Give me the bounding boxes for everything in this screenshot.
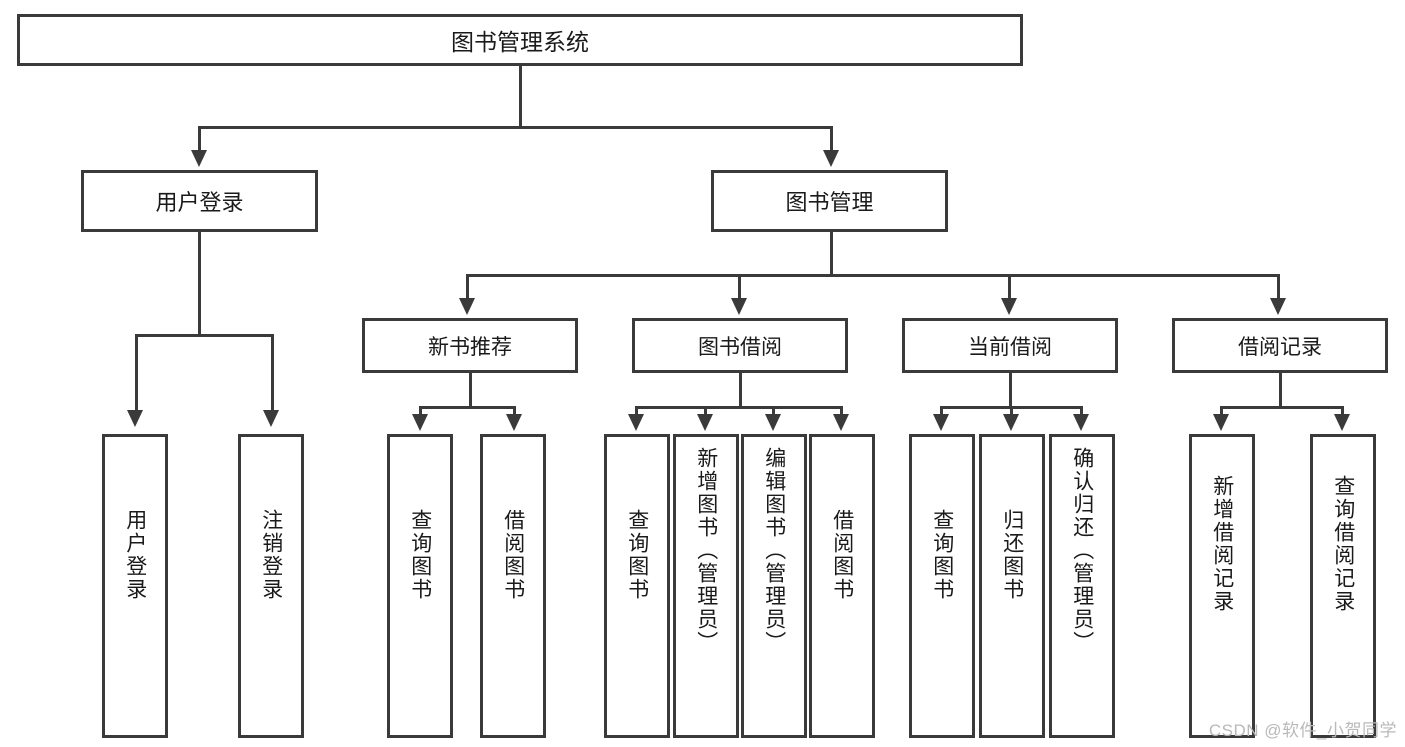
connector-bm-to-borrow-record xyxy=(1277,274,1280,300)
leaf-book-borrow-add-book-admin[interactable]: 新增图书（管理员） xyxy=(673,434,739,738)
connector-br-stem xyxy=(1279,373,1282,408)
connector-br-bus xyxy=(1220,406,1344,409)
leaf-label: 借阅图书 xyxy=(501,509,525,601)
connector-br-child-1 xyxy=(1220,406,1223,416)
arrowhead-bb-child-2 xyxy=(697,414,713,431)
connector-root-to-book-management xyxy=(830,126,833,152)
arrowhead-cb-child-1 xyxy=(933,414,949,431)
leaf-book-borrow-edit-book-admin[interactable]: 编辑图书（管理员） xyxy=(741,434,807,738)
node-label: 用户登录 xyxy=(155,190,244,215)
leaf-label: 归还图书 xyxy=(1000,509,1024,601)
connector-nbr-child-1 xyxy=(419,406,422,416)
arrowhead-bb-child-3 xyxy=(765,414,781,431)
leaf-user-login-login[interactable]: 用户登录 xyxy=(102,434,168,738)
connector-bb-stem xyxy=(739,373,742,408)
node-book-management[interactable]: 图书管理 xyxy=(711,170,948,232)
leaf-label: 借阅图书 xyxy=(830,509,854,601)
arrowhead-bb-child-1 xyxy=(628,414,644,431)
arrowhead-root-to-user-login xyxy=(191,150,207,167)
connector-br-child-2 xyxy=(1341,406,1344,416)
node-label: 图书借阅 xyxy=(698,335,782,359)
leaf-label: 查询图书 xyxy=(625,509,649,601)
leaf-new-book-borrow-book[interactable]: 借阅图书 xyxy=(480,434,546,738)
arrowhead-bb-child-4 xyxy=(833,414,849,431)
connector-bb-child-4 xyxy=(840,406,843,416)
arrowhead-bm-to-new-book xyxy=(459,298,475,315)
leaf-borrow-record-query-record[interactable]: 查询借阅记录 xyxy=(1310,434,1376,738)
connector-nbr-child-2 xyxy=(513,406,516,416)
connector-user-login-bus xyxy=(135,334,274,337)
leaf-current-borrow-confirm-return-admin[interactable]: 确认归还（管理员） xyxy=(1049,434,1115,738)
arrowhead-cb-child-3 xyxy=(1073,414,1089,431)
node-label: 当前借阅 xyxy=(968,335,1052,359)
leaf-label: 注销登录 xyxy=(259,509,283,601)
arrowhead-bm-to-borrow-record xyxy=(1270,298,1286,315)
arrowhead-nbr-child-1 xyxy=(412,414,428,431)
leaf-new-book-query-book[interactable]: 查询图书 xyxy=(387,434,453,738)
node-root-book-management-system[interactable]: 图书管理系统 xyxy=(17,14,1023,66)
connector-cb-child-1 xyxy=(940,406,943,416)
connector-bb-child-3 xyxy=(772,406,775,416)
node-label: 新书推荐 xyxy=(428,335,512,359)
leaf-label: 确认归还（管理员） xyxy=(1070,447,1094,654)
node-book-borrow[interactable]: 图书借阅 xyxy=(632,318,848,373)
node-new-book-recommend[interactable]: 新书推荐 xyxy=(362,318,578,373)
leaf-current-borrow-query-book[interactable]: 查询图书 xyxy=(909,434,975,738)
arrowhead-br-child-2 xyxy=(1334,414,1350,431)
leaf-label: 用户登录 xyxy=(123,509,147,601)
leaf-label: 新增图书（管理员） xyxy=(694,447,718,654)
connector-cb-child-2 xyxy=(1010,406,1013,416)
csdn-watermark: CSDN @软件_小贺同学 xyxy=(1208,721,1397,740)
arrowhead-nbr-child-2 xyxy=(506,414,522,431)
connector-bm-to-new-book xyxy=(466,274,469,300)
arrowhead-root-to-book-management xyxy=(823,150,839,167)
node-label: 借阅记录 xyxy=(1238,335,1322,359)
connector-root-to-user-login xyxy=(198,126,201,152)
leaf-current-borrow-return-book[interactable]: 归还图书 xyxy=(979,434,1045,738)
connector-book-management-stem xyxy=(830,232,833,276)
leaf-label: 新增借阅记录 xyxy=(1210,475,1234,613)
connector-nbr-bus xyxy=(419,406,513,409)
connector-book-management-bus xyxy=(466,274,1280,277)
connector-cb-stem xyxy=(1009,373,1012,408)
connector-bm-to-book-borrow xyxy=(738,274,741,300)
connector-root-bus xyxy=(198,126,832,129)
connector-bm-to-current-borrow xyxy=(1008,274,1011,300)
connector-cb-child-3 xyxy=(1080,406,1083,416)
leaf-user-login-logout[interactable]: 注销登录 xyxy=(238,434,304,738)
connector-bb-child-2 xyxy=(704,406,707,416)
arrowhead-br-child-1 xyxy=(1213,414,1229,431)
node-label: 图书管理 xyxy=(785,190,874,215)
arrowhead-user-login-child-2 xyxy=(263,410,279,427)
node-borrow-record[interactable]: 借阅记录 xyxy=(1172,318,1388,373)
leaf-book-borrow-query-book[interactable]: 查询图书 xyxy=(604,434,670,738)
connector-bb-bus xyxy=(635,406,843,409)
node-label: 图书管理系统 xyxy=(451,29,589,55)
leaf-borrow-record-add-record[interactable]: 新增借阅记录 xyxy=(1189,434,1255,738)
arrowhead-bm-to-current-borrow xyxy=(1001,298,1017,315)
leaf-label: 编辑图书（管理员） xyxy=(762,447,786,654)
connector-nbr-stem xyxy=(469,373,472,408)
arrowhead-user-login-child-1 xyxy=(127,410,143,427)
leaf-book-borrow-borrow-book[interactable]: 借阅图书 xyxy=(809,434,875,738)
leaf-label: 查询借阅记录 xyxy=(1331,475,1355,613)
leaf-label: 查询图书 xyxy=(408,509,432,601)
leaf-label: 查询图书 xyxy=(930,509,954,601)
connector-root-stem xyxy=(519,66,522,128)
arrowhead-bm-to-book-borrow xyxy=(731,298,747,315)
connector-bb-child-1 xyxy=(635,406,638,416)
connector-user-login-child-1 xyxy=(135,334,138,412)
arrowhead-cb-child-2 xyxy=(1003,414,1019,431)
node-user-login[interactable]: 用户登录 xyxy=(81,170,318,232)
connector-user-login-stem xyxy=(198,232,201,336)
node-current-borrow[interactable]: 当前借阅 xyxy=(902,318,1118,373)
connector-user-login-child-2 xyxy=(271,334,274,412)
